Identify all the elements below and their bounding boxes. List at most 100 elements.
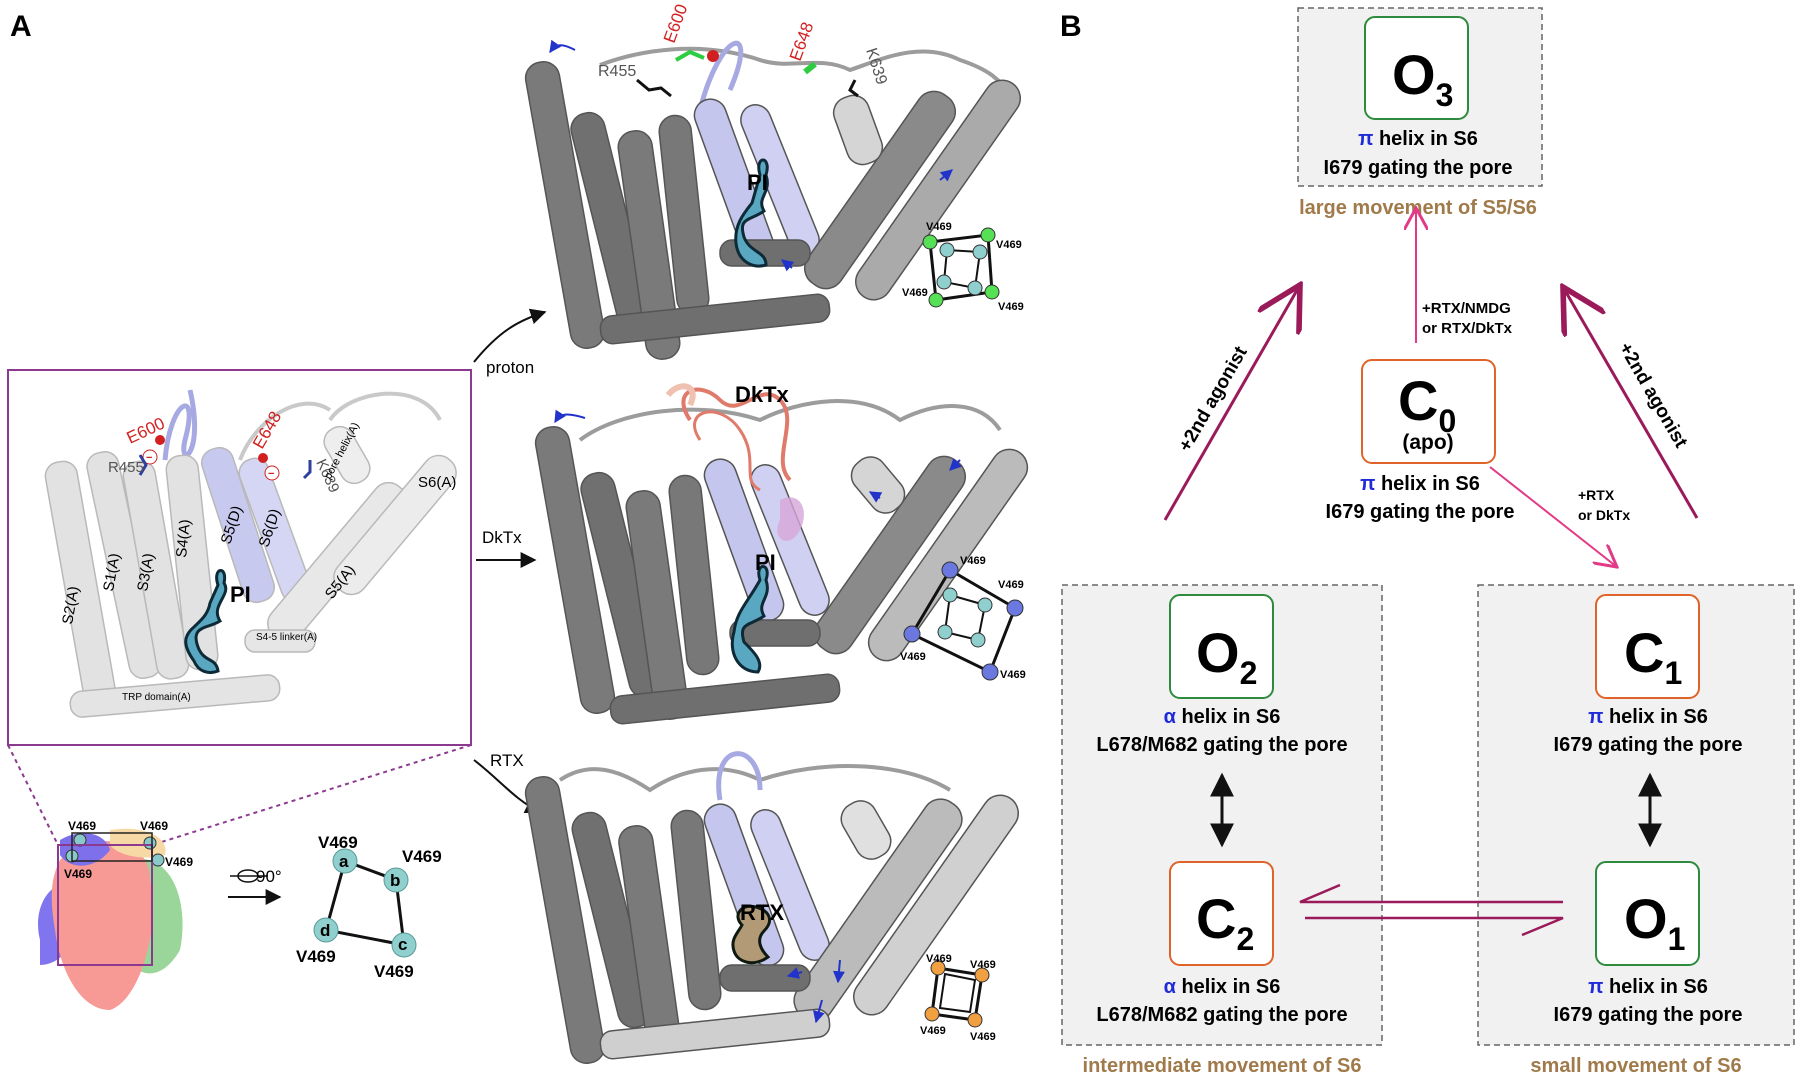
- state-o2-helix: α helix in S6: [1164, 706, 1281, 728]
- pore-helix-a: [323, 425, 371, 485]
- tetramer-surface: V469 V469 V469 V469: [38, 819, 193, 1010]
- state-box-c2: [1169, 861, 1274, 966]
- residue-e600-atom: [155, 435, 165, 445]
- segment-label-linker: S4-5 linker(A): [256, 632, 317, 643]
- inset-label-pi: PI: [230, 582, 251, 607]
- residue-e648-atom: [258, 453, 268, 463]
- condition-label-proton: proton: [486, 358, 534, 377]
- movement-arrow-icon: [786, 967, 803, 979]
- square-label-v469: V469: [296, 947, 336, 966]
- panel-a-label: A: [10, 10, 32, 43]
- mini-v469-label: V469: [970, 959, 996, 971]
- movement-arrow-icon: [554, 409, 586, 424]
- minus-glyph: −: [146, 452, 152, 464]
- mini-v469-label: V469: [920, 1025, 946, 1037]
- segment-label-s3a: S3(A): [134, 552, 157, 593]
- helix-s6a: [333, 454, 457, 596]
- dktx-label-pi: PI: [755, 550, 776, 575]
- caption-small-movement: small movement of S6: [1530, 1055, 1741, 1077]
- proton-label-e648: E648: [786, 20, 817, 64]
- inset-label-r455: R455: [108, 459, 144, 476]
- v469-square: a b c d V469 V469 V469 V469: [296, 833, 442, 981]
- dktx-mini-square: V469 V469 V469 V469: [900, 555, 1026, 681]
- condition-label-rtx: RTX: [490, 751, 524, 770]
- segment-label-s4a: S4(A): [173, 519, 194, 559]
- state-c2-gating: L678/M682 gating the pore: [1096, 1004, 1347, 1026]
- proton-label-e600: E600: [660, 2, 691, 46]
- structure-dktx: DkTx PI V469 V469 V469 V469: [534, 382, 1029, 725]
- label-or-dktx: or DkTx: [1578, 507, 1630, 523]
- rtx-mini-square: V469 V469 V469 V469: [920, 953, 996, 1043]
- rtx-label-ligand: RTX: [740, 900, 784, 925]
- proton-label-r455: R455: [598, 63, 636, 80]
- residue-k639-stick: [302, 460, 312, 480]
- state-c0-helix: π helix in S6: [1360, 473, 1480, 495]
- proton-mini-square: V469 V469 V469 V469: [902, 221, 1024, 313]
- state-c0-gating: I679 gating the pore: [1326, 501, 1515, 523]
- state-box-c0: [1361, 359, 1496, 464]
- segment-label-s6a: S6(A): [418, 474, 456, 491]
- state-symbol-c0: C0: [1398, 369, 1456, 439]
- linker-helix: [244, 629, 316, 653]
- state-box-c1: [1595, 594, 1700, 699]
- square-label-v469: V469: [318, 833, 358, 852]
- square-letter-c: c: [398, 935, 407, 954]
- label-rtx-dktx: or RTX/DkTx: [1422, 320, 1513, 337]
- state-symbol-o3: O3: [1392, 43, 1453, 113]
- square-letter-d: d: [320, 921, 330, 940]
- square-letter-a: a: [339, 852, 349, 871]
- structure-proton: PI R455 E600 E648 K639 V469 V469 V469 V4…: [524, 2, 1024, 360]
- state-box-o1: [1595, 861, 1700, 966]
- caption-large-movement: large movement of S5/S6: [1299, 197, 1537, 219]
- proton-label-pi: PI: [747, 170, 768, 195]
- mini-v469-label: V469: [900, 651, 926, 663]
- dktx-label-toxin: DkTx: [735, 382, 790, 407]
- segment-label-s1a: S1(A): [100, 552, 123, 593]
- state-symbol-o1: O1: [1624, 887, 1685, 957]
- rotation-angle-label: 90°: [256, 867, 282, 886]
- segment-label-trp: TRP domain(A): [122, 692, 191, 703]
- square-label-v469: V469: [402, 847, 442, 866]
- arrow-right-agonist: [1563, 287, 1699, 519]
- mini-v469-label: V469: [998, 301, 1024, 313]
- mini-v469-label: V469: [960, 555, 986, 567]
- mini-v469-label: V469: [926, 953, 952, 965]
- condition-label-dktx: DkTx: [482, 528, 522, 547]
- movement-arrow-icon: [781, 259, 795, 272]
- state-box-o2: [1169, 594, 1274, 699]
- residue-r455-stick: [138, 454, 148, 476]
- movement-arrow-icon: [813, 999, 825, 1024]
- square-node-c: [391, 932, 417, 958]
- charge-minus-icon: [142, 449, 158, 465]
- inset-structure: − − E600 E648 R455 K639 S2(A) S1(A) S3(A…: [7, 369, 472, 746]
- state-c1-gating: I679 gating the pore: [1554, 734, 1743, 756]
- inset-pi-ligand: [184, 569, 228, 675]
- proton-label-k639: K639: [862, 46, 890, 87]
- inset-loop: [328, 391, 442, 422]
- square-node-a: [332, 848, 358, 874]
- movement-arrow-icon: [549, 39, 576, 53]
- inset-loop: [238, 401, 332, 461]
- rotation-arrow-icon: [237, 869, 259, 883]
- rotation-indicator: 90°: [228, 867, 282, 905]
- state-c0-apo: (apo): [1402, 431, 1453, 454]
- tetramer-v469-label: V469: [68, 819, 96, 833]
- state-o1-gating: I679 gating the pore: [1554, 1004, 1743, 1026]
- mini-v469-label: V469: [998, 579, 1024, 591]
- equilibrium-arrow-c2-to-o1: [1305, 916, 1564, 937]
- mini-v469-label: V469: [996, 239, 1022, 251]
- structure-rtx: RTX V469 V469 V469 V469: [524, 751, 1019, 1064]
- tetramer-v469-label: V469: [165, 855, 193, 869]
- tetramer-v469-label: V469: [140, 819, 168, 833]
- arrow-left-agonist: [1163, 285, 1300, 521]
- tetramer-top-box: [71, 832, 153, 862]
- arrow-c0-to-c1: [1489, 466, 1617, 567]
- state-box-o3: [1364, 16, 1469, 120]
- movement-arrow-icon: [949, 458, 962, 471]
- mini-v469-label: V469: [970, 1031, 996, 1043]
- caption-intermediate-movement: intermediate movement of S6: [1083, 1055, 1362, 1077]
- helix-s5d: [200, 446, 276, 604]
- mini-v469-label: V469: [1000, 669, 1026, 681]
- square-label-v469: V469: [374, 962, 414, 981]
